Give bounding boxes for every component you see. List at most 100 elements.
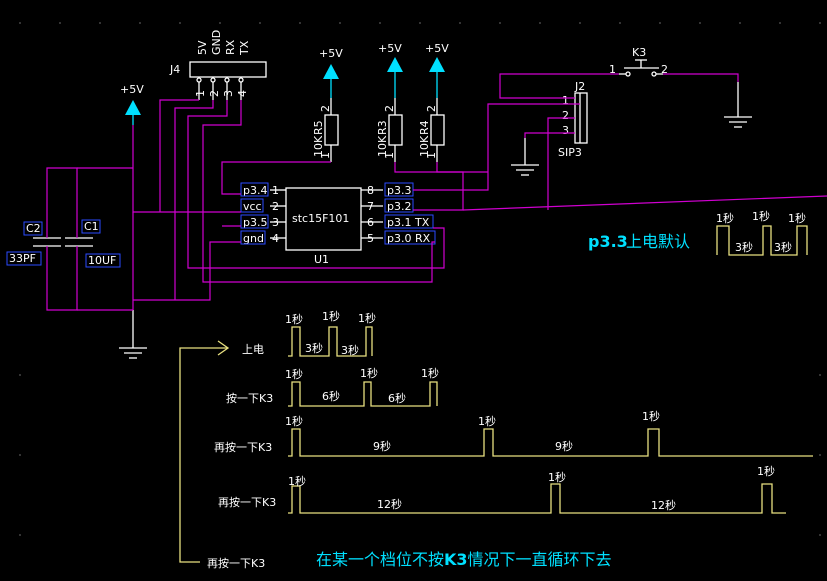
chip-pin-6-num: 6 <box>367 216 374 229</box>
default-note: p3.3 上电默认 1秒 1秒 1秒 3秒 3秒 <box>588 209 808 256</box>
j4-pin-number-3: 3 <box>222 90 235 97</box>
mode0-pulse-2: 1秒 <box>322 309 340 323</box>
power-symbol-left: +5V <box>120 83 144 125</box>
j2-type: SIP3 <box>558 146 582 159</box>
r5-pin-bottom: 1 <box>319 152 332 159</box>
ground-symbol-left <box>119 310 147 359</box>
default-pulse-3: 1秒 <box>788 211 806 225</box>
r3-name: R3 <box>376 120 389 135</box>
r5-pin-top: 2 <box>319 105 332 112</box>
j4-pin-label-5v: 5V <box>196 40 209 55</box>
mode1-pulse-1: 1秒 <box>285 367 303 381</box>
r3-pin-top: 2 <box>383 105 396 112</box>
mode-row-press-k3-again-3: 再按一下K3 <box>207 556 265 570</box>
j2-pin-1: 1 <box>562 94 569 107</box>
default-gap-2: 3秒 <box>774 240 792 254</box>
j2-pin-3: 3 <box>562 124 569 137</box>
mode2-pulse-1: 1秒 <box>285 414 303 428</box>
mode2-gap-1: 9秒 <box>373 439 391 453</box>
ground-symbol-j2 <box>511 138 539 176</box>
mode-row-press-k3-again-2: 再按一下K3 1秒 1秒 1秒 12秒 12秒 <box>218 464 786 514</box>
default-pulse-2: 1秒 <box>752 209 770 223</box>
chip-pin-5-num: 5 <box>367 232 374 245</box>
power-label-left: +5V <box>120 83 144 96</box>
chip-pin-vcc-label: vcc <box>243 200 262 213</box>
j4-name: J4 <box>169 63 180 76</box>
mode3-pulse-1: 1秒 <box>288 474 306 488</box>
mode3-gap-2: 12秒 <box>651 498 676 512</box>
mode2-gap-2: 9秒 <box>555 439 573 453</box>
chip-pin-p35-label: p3.5 <box>243 216 267 229</box>
default-note-text: 上电默认 <box>626 232 690 251</box>
capacitor-c2: C2 33PF <box>6 221 61 266</box>
power-symbol-r3: +5V <box>378 42 403 98</box>
k3-pin2: 2 <box>661 63 668 76</box>
power-symbol-r4: +5V <box>425 42 449 98</box>
mode-label-power-on: 上电 <box>242 343 264 356</box>
chip-pin-7-num: 7 <box>367 200 374 213</box>
r4-name: R4 <box>418 120 431 135</box>
footer-note-part2: 情况下一直循环下去 <box>468 550 612 569</box>
footer-note-bold: K3 <box>444 550 468 569</box>
mode-row-press-k3-again-1: 再按一下K3 1秒 1秒 1秒 9秒 9秒 <box>214 409 813 457</box>
mode-row-power-on: 上电 1秒 1秒 1秒 3秒 3秒 <box>242 309 376 357</box>
chip-ref: U1 <box>314 253 329 266</box>
chip-pin-p30-label: p3.0 RX <box>387 232 431 245</box>
c2-value: 33PF <box>9 252 36 265</box>
j4-pin-number-2: 2 <box>208 90 221 97</box>
mode3-pulse-3: 1秒 <box>757 464 775 478</box>
r3-pin-bottom: 1 <box>383 152 396 159</box>
mode1-gap-1: 6秒 <box>322 389 340 403</box>
mode-label-press-3: 再按一下K3 <box>218 495 276 509</box>
chip-name: stc15F101 <box>292 212 349 225</box>
resistor-r5: 2 1 10K R5 <box>312 98 339 162</box>
ground-symbol-right <box>724 82 752 128</box>
mode-label-press-2: 再按一下K3 <box>214 440 272 454</box>
connector-j2: J2 SIP3 1 2 3 <box>558 80 588 159</box>
chip-pin-2-num: 2 <box>272 200 279 213</box>
mode-flow-arrow <box>179 340 230 563</box>
r4-value: 10K <box>418 135 431 157</box>
power-symbol-r5: +5V <box>319 47 343 98</box>
mode3-gap-1: 12秒 <box>377 497 402 511</box>
j2-name: J2 <box>574 80 585 93</box>
chip-pin-4-num: 4 <box>272 232 279 245</box>
default-gap-1: 3秒 <box>735 240 753 254</box>
mode0-gap-1: 3秒 <box>305 341 323 355</box>
j4-pin-label-rx: RX <box>224 39 237 55</box>
power-label-r3: +5V <box>378 42 402 55</box>
chip-pin-p32-label: p3.2 <box>387 200 411 213</box>
footer-note-text: 在某一个档位不按K3情况下一直循环下去 <box>316 550 612 569</box>
chip-pin-p31-label: p3.1 TX <box>387 216 430 229</box>
r4-pin-bottom: 1 <box>425 152 438 159</box>
mode-label-press-1: 按一下K3 <box>226 391 273 405</box>
c1-name: C1 <box>84 220 99 233</box>
mode-label-press-4: 再按一下K3 <box>207 556 265 570</box>
footer-note: 在某一个档位不按K3情况下一直循环下去 <box>316 550 612 569</box>
j4-pin-number-4: 4 <box>236 90 249 97</box>
j4-pin-number-1: 1 <box>194 90 207 97</box>
power-label-r5: +5V <box>319 47 343 60</box>
chip-pin-1-num: 1 <box>272 184 279 197</box>
k3-pin1: 1 <box>609 63 616 76</box>
chip-pin-3-num: 3 <box>272 216 279 229</box>
connector-j4: J4 5V GND RX TX 1 2 3 4 <box>169 30 267 100</box>
default-pulse-1: 1秒 <box>716 211 734 225</box>
resistor-r4: 2 1 10K R4 <box>418 98 445 162</box>
r5-name: R5 <box>312 120 325 135</box>
chip-pin-8-num: 8 <box>367 184 374 197</box>
k3-name: K3 <box>632 46 646 59</box>
j2-pin-2: 2 <box>562 109 569 122</box>
chip-pin-p34-label: p3.4 <box>243 184 267 197</box>
mode2-pulse-3: 1秒 <box>642 409 660 423</box>
c1-value: 10UF <box>88 254 116 267</box>
footer-note-part1: 在某一个档位不按 <box>316 550 444 569</box>
r3-value: 10K <box>376 135 389 157</box>
chip-u1: stc15F101 U1 p3.4 1 vcc 2 p3.5 3 gnd 4 8… <box>240 182 436 266</box>
grid-dots <box>19 22 821 536</box>
r5-value: 10K <box>312 135 325 157</box>
r4-pin-top: 2 <box>425 105 438 112</box>
mode0-gap-2: 3秒 <box>341 343 359 357</box>
